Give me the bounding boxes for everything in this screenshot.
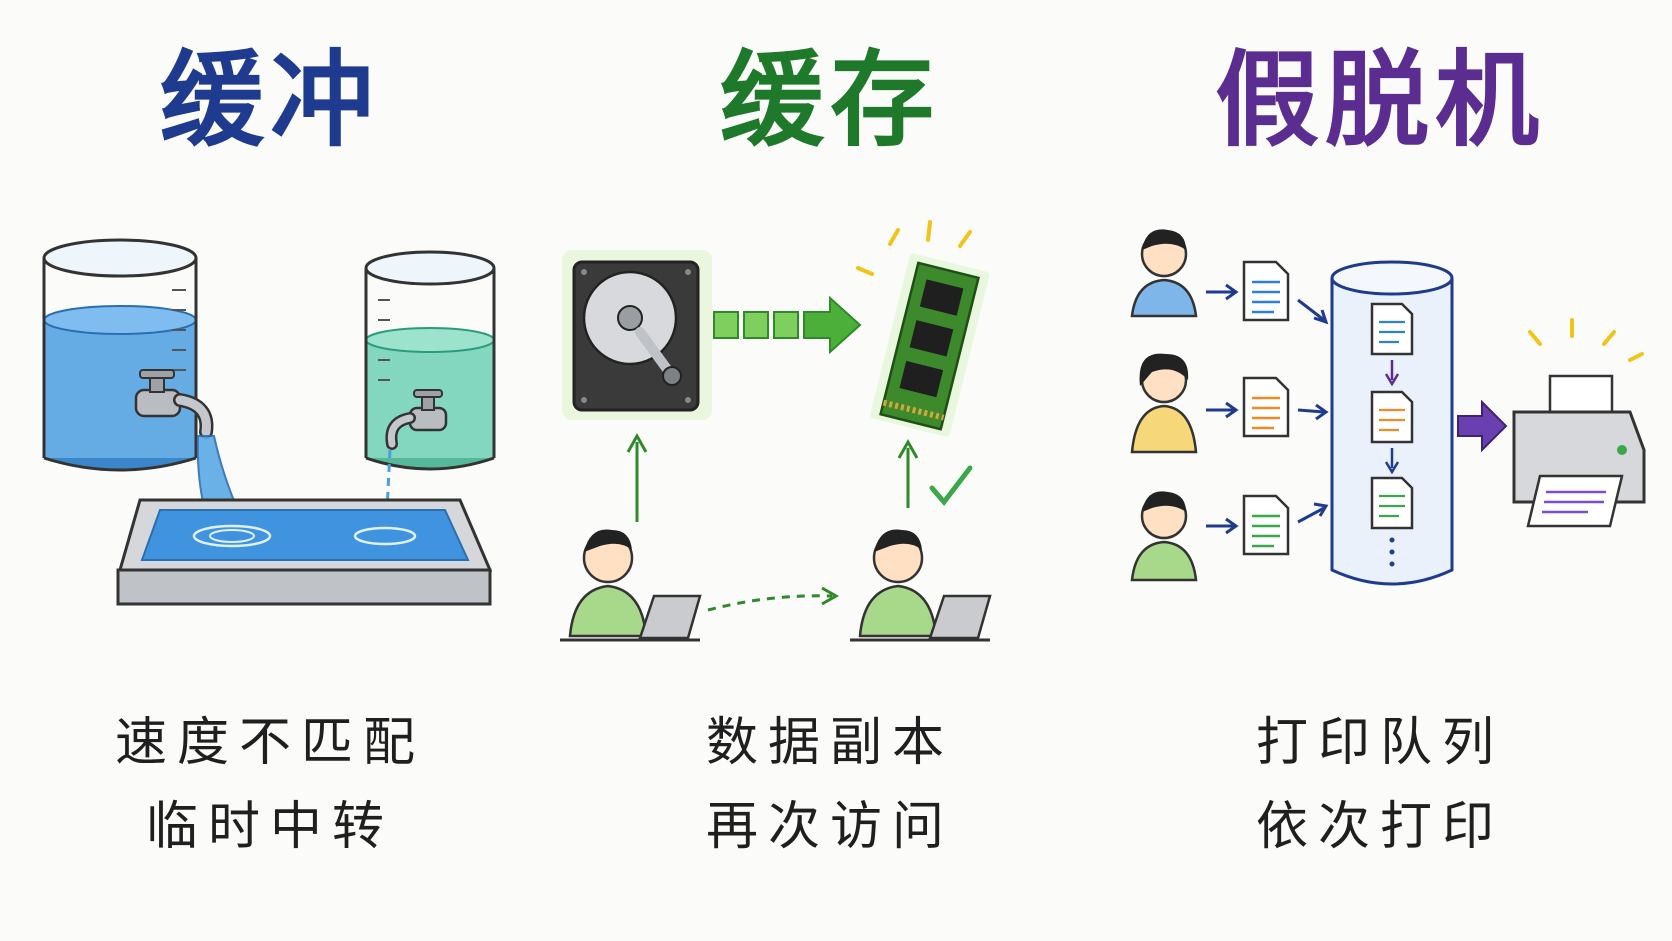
- checkmark-icon: [929, 465, 973, 506]
- water-basin-icon: [116, 498, 493, 606]
- hard-disk-icon: [562, 250, 712, 420]
- buffer-caption-line-2: 临时中转: [145, 797, 394, 857]
- cache-title: 缓存: [719, 39, 940, 161]
- document-icon: [1242, 260, 1290, 322]
- buffer-title: 缓冲: [159, 39, 380, 161]
- cache-panel: 缓存: [560, 0, 1100, 941]
- buffer-illustration: [42, 238, 496, 606]
- printer-icon: [1512, 318, 1646, 528]
- cache-caption-line-2: 再次访问: [705, 797, 954, 857]
- spool-queue-icon: [1330, 260, 1454, 586]
- cache-illustration: [560, 220, 992, 642]
- user-laptop-icon: [560, 529, 702, 642]
- user-icon: [1130, 353, 1198, 454]
- transfer-arrow-icon: [713, 295, 862, 355]
- faucet-icon: [385, 389, 448, 450]
- document-icon: [1242, 494, 1290, 556]
- memory-module-icon: [856, 220, 990, 437]
- cache-caption-line-1: 数据副本: [705, 713, 954, 773]
- buffer-panel: 缓冲: [0, 0, 540, 941]
- spool-illustration: [1130, 229, 1646, 586]
- faucet-icon: [134, 369, 214, 439]
- spool-panel: 假脱机: [1110, 0, 1650, 941]
- output-arrow-icon: [1457, 399, 1508, 453]
- spool-title: 假脱机: [1214, 39, 1545, 161]
- spool-caption-line-1: 打印队列: [1255, 713, 1504, 773]
- document-icon: [1242, 376, 1290, 438]
- user-laptop-icon: [850, 529, 992, 642]
- water-tank-icon: [364, 250, 496, 471]
- spool-caption-line-2: 依次打印: [1255, 797, 1504, 857]
- user-icon: [1130, 229, 1198, 318]
- buffer-caption-line-1: 速度不匹配: [114, 713, 425, 773]
- water-tank-icon: [42, 238, 198, 472]
- user-icon: [1130, 491, 1198, 582]
